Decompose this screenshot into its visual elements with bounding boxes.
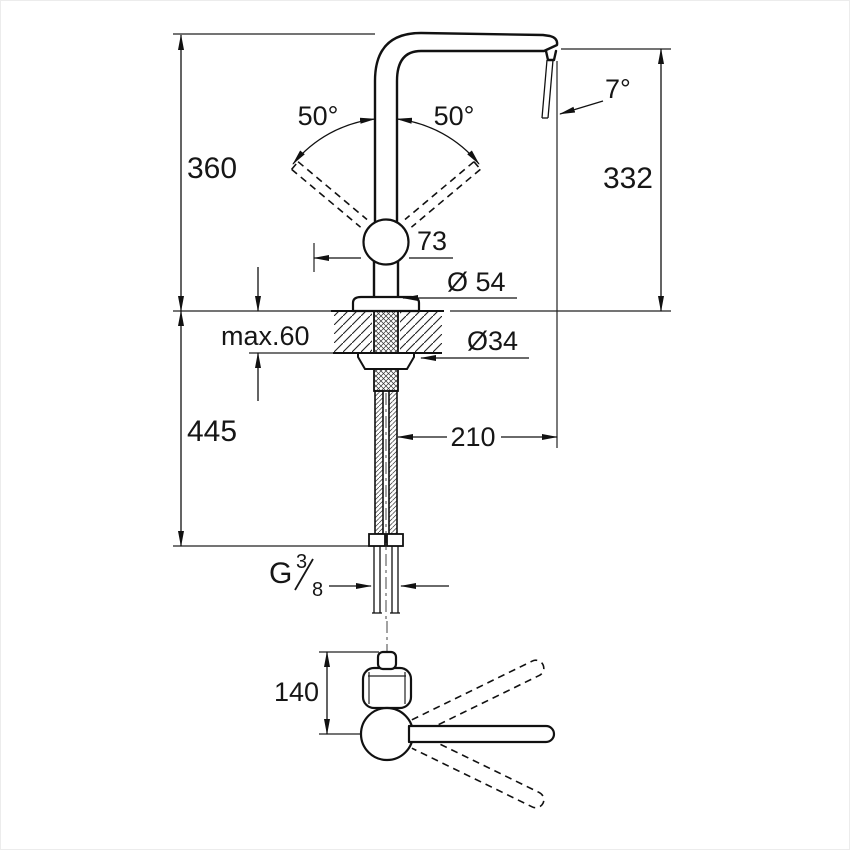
connection-hoses [368, 390, 404, 614]
dim-140-label: 140 [274, 677, 319, 707]
dim-360-label: 360 [187, 152, 237, 185]
spout-position-lower [411, 733, 545, 809]
dim-max60-label: max.60 [221, 321, 310, 351]
dim-445-label: 445 [187, 415, 237, 448]
lever-swivel-range [291, 117, 481, 228]
dim-332-label: 332 [603, 162, 653, 195]
thread-numerator: 3 [296, 551, 307, 573]
dim-dia34-label: Ø34 [467, 326, 518, 356]
lever-tip-top [376, 650, 398, 671]
centerlines [385, 393, 388, 651]
fraction-slash [294, 558, 314, 591]
base-escutcheon [351, 295, 421, 313]
dim-210-label: 210 [450, 422, 495, 452]
dimension-labels: 360 445 332 max.60 73 Ø 54 Ø34 210 7° 50… [187, 74, 653, 707]
lever-position-left [291, 161, 368, 228]
lever-position-right [404, 161, 481, 228]
angle-50-right-label: 50° [434, 101, 475, 131]
dimension-lines [178, 34, 664, 735]
thread-size-label: G 3 8 [269, 551, 323, 601]
body-top [361, 666, 413, 710]
spout-position-upper [411, 659, 545, 735]
hose-fitting-right [386, 533, 404, 547]
angle-50-left-label: 50° [298, 101, 339, 131]
mounting-nut [357, 352, 415, 370]
spout-outlet [544, 49, 558, 62]
thread-denominator: 8 [312, 579, 323, 601]
thread-prefix: G [269, 557, 292, 590]
spout-arm-top [407, 724, 556, 744]
water-stream [541, 59, 554, 119]
ball-joint [362, 218, 410, 266]
faucet-top-view [359, 650, 556, 809]
swivel-base-top [359, 706, 415, 762]
leader-angle7 [559, 100, 604, 115]
threaded-shank [357, 310, 415, 392]
angle-7-label: 7° [605, 74, 631, 104]
dim-73-label: 73 [417, 226, 447, 256]
extension-lines [173, 33, 671, 735]
spout-pipe [373, 31, 559, 225]
faucet-front-view [351, 31, 559, 313]
hose-fitting-left [368, 533, 386, 547]
dim-dia54-label: Ø 54 [447, 267, 506, 297]
swivel-arc-right [396, 117, 480, 165]
swivel-arc-left [292, 117, 376, 165]
